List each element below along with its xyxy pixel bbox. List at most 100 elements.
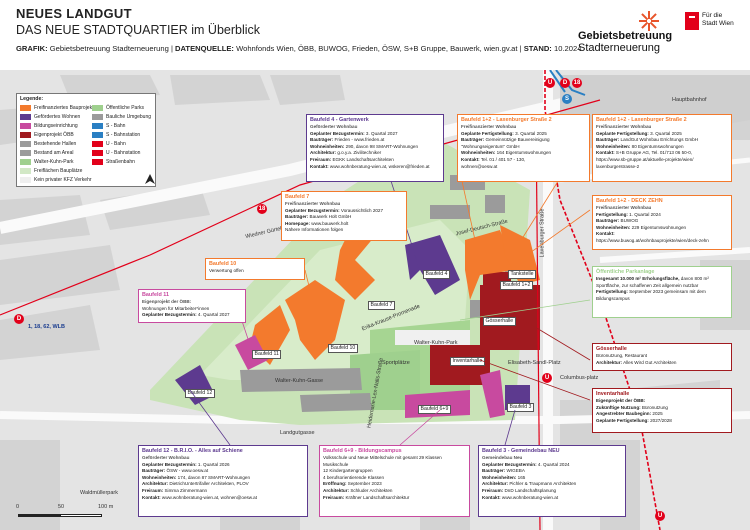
info-box-value: Schluder Architekten bbox=[349, 487, 393, 493]
info-box-line: Geplanter Bezugstermin: 1. Quartal 2026 bbox=[142, 462, 304, 469]
info-box-line: 4 berufsorientierende Klassen bbox=[323, 475, 466, 482]
info-box-title: Baufeld 4 - Gartenwerk bbox=[310, 116, 369, 123]
building-label-b3[interactable]: Baufeld 3 bbox=[507, 403, 534, 412]
info-box-key: Kontakt: bbox=[596, 231, 615, 237]
info-box-key: Kontakt: bbox=[310, 163, 329, 169]
legend-item: Bildungseinrichtung bbox=[20, 121, 93, 130]
legend-item: Freifinanziertes Bauprojekt bbox=[20, 103, 93, 112]
label-tram-lines: 1, 18, 62, WLB bbox=[28, 324, 65, 330]
building-label-inventarhalle[interactable]: Inventarhalle bbox=[450, 357, 485, 366]
info-box-key: Kontakt: bbox=[142, 494, 161, 500]
info-box-key: Zukünftige Nutzung: bbox=[596, 404, 641, 410]
page-subtitle: DAS NEUE STADTQUARTIER im Überblick bbox=[16, 23, 261, 37]
info-box-value: Tel. 01 / 401 57 - 130, bbox=[479, 156, 526, 162]
info-box-line: Insgesamt 10.000 m² Erholungsfläche, dav… bbox=[596, 276, 728, 283]
tram-stop-icon[interactable]: D bbox=[14, 314, 24, 324]
info-box-line: laxenburgerstrasse-2 bbox=[596, 164, 728, 171]
tram-18-icon[interactable]: 18 bbox=[257, 204, 267, 214]
star-logo-icon bbox=[639, 11, 659, 31]
building-label-b4[interactable]: Baufeld 4 bbox=[423, 270, 450, 279]
legend-label: Bestand am Areal bbox=[34, 149, 74, 156]
info-box-line: Verwertung offen bbox=[209, 268, 301, 275]
info-box-title: Inventarhalle bbox=[596, 390, 630, 397]
info-box-key: Architektur: bbox=[323, 487, 350, 493]
info-box-title: Baufeld 1+2 - DECK ZEHN bbox=[596, 197, 663, 204]
info-box-value: Nähere Informationen folgen bbox=[285, 227, 344, 233]
info-box-value: wohnen@oesw.at bbox=[461, 163, 498, 169]
info-box-value: Büronutzung bbox=[640, 404, 668, 410]
building-label-b10[interactable]: Baufeld 10 bbox=[328, 344, 358, 353]
building-label-b12[interactable]: Baufeld 12 bbox=[185, 389, 215, 398]
building-label-b7[interactable]: Baufeld 7 bbox=[368, 301, 395, 310]
building-label-b11[interactable]: Baufeld 11 bbox=[252, 350, 282, 359]
info-box-key: Freiraum: bbox=[310, 156, 332, 162]
map[interactable]: Hauptbahnhof Wiedner Gürtel Laxenburger … bbox=[0, 70, 750, 530]
tram-d-icon-top[interactable]: D bbox=[560, 78, 570, 88]
legend-label: Freifinanziertes Bauprojekt bbox=[34, 104, 94, 111]
info-box-title: Baufeld 6+9 - Bildungscampus bbox=[323, 447, 402, 454]
info-box-key: Bauträger: bbox=[596, 137, 620, 143]
scale-segment-2 bbox=[60, 514, 102, 517]
legend-label: Freiflächen Bauplätze bbox=[34, 167, 83, 174]
legend-label: Straßenbahn bbox=[106, 158, 135, 165]
info-box-line: Wohneinheiten: 229 Eigentumswohnungen bbox=[596, 225, 728, 232]
info-box-key: Kontakt: bbox=[482, 494, 501, 500]
info-box-value: "Wohnungseigentum" GmbH bbox=[461, 143, 520, 149]
info-box-value: 2025 bbox=[651, 411, 663, 417]
info-box-value: Voraussichtlich 2027 bbox=[339, 207, 384, 213]
info-box-value: S+B Gruppe AG, Tel. 01/713 06 50-0, bbox=[614, 150, 693, 156]
legend-label: U - Bahnstation bbox=[106, 149, 141, 156]
legend-item: Straßenbahn bbox=[92, 157, 151, 166]
info-box-title: Baufeld 3 - Gemeindebau NEU bbox=[482, 447, 560, 454]
info-box-line: Musikschule bbox=[323, 462, 466, 469]
building-label-b1[interactable]: Baufeld 1+2 bbox=[500, 281, 533, 290]
building-label-goesserhalle[interactable]: Gösserhalle bbox=[483, 317, 516, 326]
label-sportplaetze: Sportplätze bbox=[382, 360, 410, 366]
info-box-value: Kräftner Landschaftsarchitektur bbox=[344, 494, 410, 500]
info-box-line: Nähere Informationen folgen bbox=[285, 227, 403, 234]
info-box-subtitle: Geförderter Wohnbau bbox=[142, 455, 190, 460]
ubahn-station-icon[interactable]: U bbox=[545, 78, 555, 88]
info-box-line: Fertigstellung: September 2023 gemeinsam… bbox=[596, 289, 728, 296]
building-label-b69[interactable]: Baufeld 6+9 bbox=[418, 405, 451, 414]
sbahn-station-icon[interactable]: S bbox=[562, 94, 572, 104]
building-label-tankstelle[interactable]: Tankstelle bbox=[508, 270, 537, 279]
info-box-line: Fertigstellung: 1. Quartal 2024 bbox=[596, 212, 728, 219]
info-box-line: Architektur: g.o.y.a. Zivilitechniker bbox=[310, 150, 440, 157]
label-landgutgasse: Landgutgasse bbox=[280, 430, 315, 436]
info-box-baufeld-12: Baufeld 12 - B.R.I.O. - Alles auf Schien… bbox=[138, 445, 308, 517]
info-box-line: Kontakt: Tel. 01 / 401 57 - 130, bbox=[461, 157, 586, 164]
ubahn-columbus-icon[interactable]: U bbox=[542, 373, 552, 383]
info-box-key: Bauträger: bbox=[310, 137, 334, 143]
info-box-key: Insgesamt 10.000 m² Erholungsfläche, bbox=[596, 276, 680, 281]
legend-label: U - Bahn bbox=[106, 140, 126, 147]
info-box-subtitle: Freifinanzierter Wohnbau bbox=[461, 124, 517, 129]
info-box-key: Bauträger: bbox=[461, 137, 485, 143]
label-elisabeth: Elisabeth-Sandl-Platz bbox=[508, 360, 561, 366]
info-box-key: Wohneinheiten: bbox=[482, 474, 517, 480]
info-box-key: Bauträger: bbox=[482, 468, 506, 474]
info-box-key: Wohneinheiten: bbox=[310, 143, 345, 149]
credits-line: GRAFIK: Gebietsbetreuung Stadterneuerung… bbox=[16, 44, 582, 53]
legend-label: Eigenprojekt ÖBB bbox=[34, 131, 74, 138]
info-box-value: BUWOG bbox=[619, 218, 639, 224]
info-box-line: Geplante Fertigstellung: 2027/2028 bbox=[596, 418, 728, 425]
legend-swatch bbox=[20, 122, 31, 129]
tram-18-icon-top[interactable]: 18 bbox=[572, 78, 582, 88]
info-box-title: Baufeld 11 bbox=[142, 291, 169, 298]
info-box-value: www.wohnberatung-wien.at, wskeren@friede… bbox=[328, 163, 430, 169]
label-columbusplatz: Columbus-platz bbox=[560, 375, 599, 381]
ubahn-bottom-icon[interactable]: U bbox=[655, 511, 665, 521]
info-box-value: Bauwerk Holt GmbH bbox=[308, 214, 352, 220]
info-box-value: 174, davon 87 SMART-Wohnungen bbox=[176, 474, 251, 480]
info-box-value: Gemeinnützige Bauvereinigung bbox=[484, 137, 550, 143]
info-box-line: Architektur: Pichler & Traupmann Archite… bbox=[482, 481, 622, 488]
info-box-key: Wohneinheiten: bbox=[461, 150, 496, 156]
scale-mid: 50 bbox=[58, 504, 65, 510]
info-box-line: https://www.sb-gruppe.at/aktuelle-projek… bbox=[596, 157, 728, 164]
info-box-line: Wohneinheiten: 164 Eigentumswohnungen bbox=[461, 150, 586, 157]
